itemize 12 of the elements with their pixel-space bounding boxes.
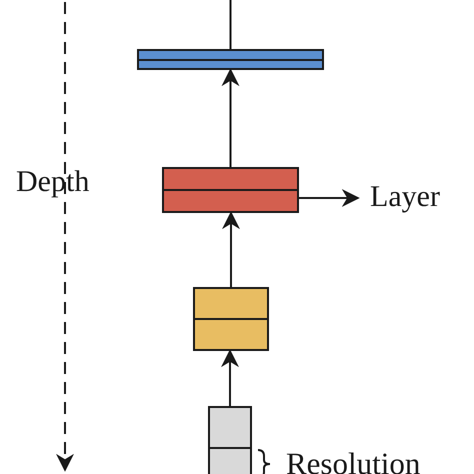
layer-label: Layer — [370, 182, 440, 212]
arrow — [299, 189, 360, 207]
output-block — [137, 49, 324, 70]
depth-label: Depth — [16, 167, 90, 197]
arrow — [222, 68, 240, 167]
connector-line — [230, 0, 232, 49]
resolution-label: Resolution — [286, 448, 420, 474]
layer-block — [193, 287, 269, 351]
arrow — [222, 211, 240, 287]
layer-block — [162, 167, 299, 213]
arrow — [221, 349, 239, 406]
input-block — [208, 406, 252, 474]
